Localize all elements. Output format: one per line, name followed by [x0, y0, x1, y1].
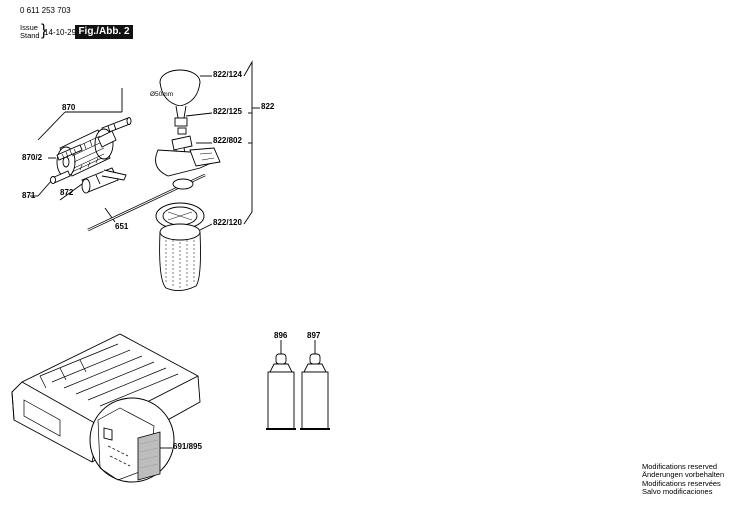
figure-label: Fig./Abb. 2 [75, 25, 133, 39]
callout-822-802: 822/802 [213, 136, 242, 145]
callout-822: 822 [261, 102, 275, 111]
callout-691-895: 691/895 [173, 442, 202, 451]
note-line: Modifications reservées [642, 478, 721, 488]
callout-896: 896 [274, 331, 288, 340]
callout-822-120: 822/120 [213, 218, 242, 227]
auxiliary-handle-assembly [155, 69, 221, 291]
callout-872: 872 [60, 188, 74, 197]
leader-lines-right [185, 60, 260, 231]
callout-897: 897 [307, 331, 321, 340]
note-line: Modifications reserved [642, 462, 718, 471]
brace-glyph: } [41, 22, 47, 39]
callout-870: 870 [62, 103, 76, 112]
issue-date: 14-10-29 [44, 28, 77, 37]
callout-822-124: 822/124 [213, 70, 242, 79]
callout-870-2: 870/2 [22, 153, 43, 162]
note-line: Salvo modificaciones [642, 486, 713, 496]
carrying-case [11, 333, 201, 483]
grease-tubes [266, 340, 330, 430]
issue-label: Issue [20, 23, 38, 32]
note-line: Änderungen vorbehalten [642, 470, 725, 480]
stand-label: Stand [20, 31, 40, 40]
callout-822-125: 822/125 [213, 107, 242, 116]
part-number: 0 611 253 703 [20, 6, 71, 15]
callout-651: 651 [115, 222, 129, 231]
modification-notes: Modifications reserved Änderungen vorbeh… [642, 462, 725, 496]
chuck-assembly [50, 117, 206, 232]
callout-871: 871 [22, 191, 36, 200]
diameter-label: Ø50mm [150, 91, 174, 98]
leader-lines-left [30, 88, 123, 223]
